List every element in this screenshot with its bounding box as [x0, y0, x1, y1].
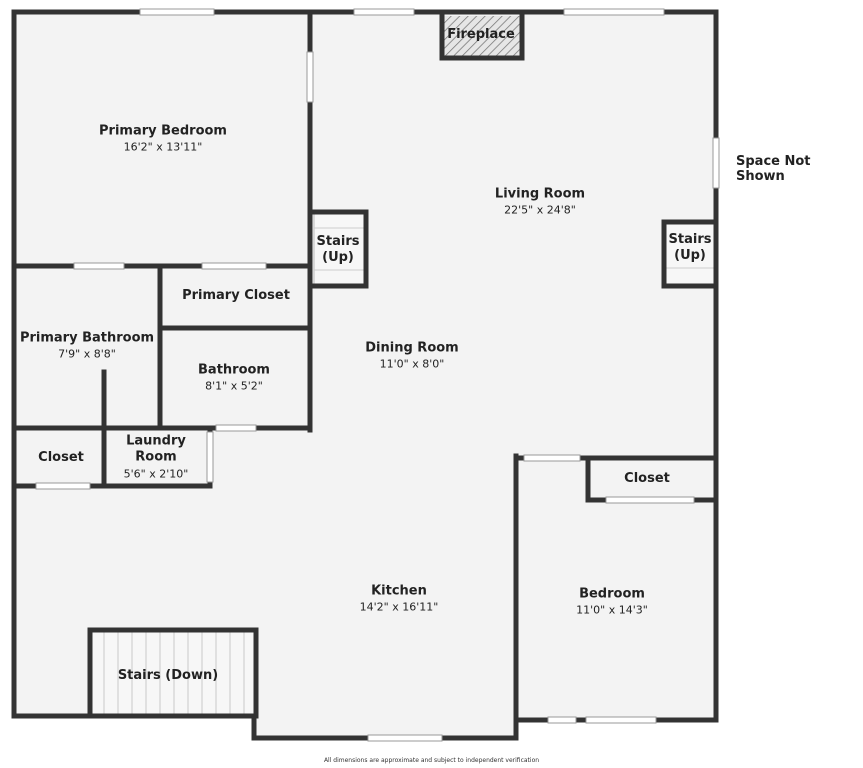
- room-sub: Room: [135, 449, 177, 465]
- room-name: Closet: [38, 449, 84, 465]
- room-living-room: Living Room 22'5" x 24'8": [495, 187, 585, 218]
- room-stairs-up-right: Stairs (Up): [669, 232, 712, 265]
- room-dimensions: 7'9" x 8'8": [58, 347, 116, 361]
- room-primary-closet: Primary Closet: [182, 288, 290, 304]
- room-dimensions: 11'0" x 8'0": [379, 357, 445, 371]
- floor-area: [14, 12, 716, 738]
- space-not-shown-label: Space Not Shown: [736, 154, 811, 184]
- room-name: Bedroom: [579, 586, 645, 602]
- room-dimensions: 14'2" x 16'11": [359, 600, 439, 614]
- room-name: Stairs: [668, 231, 712, 247]
- stairs-up-right: [663, 221, 715, 285]
- room-name: Primary Bedroom: [99, 123, 227, 139]
- room-bathroom: Bathroom 8'1" x 5'2": [198, 363, 270, 394]
- disclaimer: All dimensions are approximate and subje…: [323, 757, 540, 764]
- fireplace-hearth: [444, 16, 521, 58]
- room-laundry-room: Laundry Room 5'6" x 2'10": [124, 433, 189, 480]
- room-closet-right: Closet: [624, 471, 670, 487]
- room-primary-bathroom: Primary Bathroom 7'9" x 8'8": [20, 331, 154, 362]
- room-name: Bathroom: [198, 362, 270, 378]
- room-dining-room: Dining Room 11'0" x 8'0": [365, 341, 458, 372]
- room-sub: (Up): [674, 248, 706, 263]
- room-name: Dining Room: [365, 340, 459, 356]
- room-name: Closet: [624, 470, 670, 486]
- stairs-down: [90, 630, 254, 716]
- room-dimensions: 11'0" x 14'3": [576, 603, 648, 617]
- room-stairs-down: Stairs (Down): [118, 668, 218, 684]
- room-name: Primary Bathroom: [19, 330, 155, 346]
- room-dimensions: 22'5" x 24'8": [504, 203, 576, 217]
- room-name: Living Room: [494, 186, 586, 202]
- windows: [35, 8, 720, 742]
- stairs-up-left: [313, 213, 365, 285]
- room-closet-left: Closet: [38, 450, 84, 466]
- room-sub: (Up): [322, 250, 354, 265]
- room-name: Primary Closet: [182, 287, 290, 303]
- room-dimensions: 8'1" x 5'2": [205, 379, 263, 393]
- room-dimensions: 16'2" x 13'11": [123, 140, 203, 154]
- room-dimensions: 5'6" x 2'10": [123, 466, 189, 480]
- room-name: Stairs (Down): [117, 667, 219, 683]
- room-stairs-up-left: Stairs (Up): [317, 234, 360, 267]
- room-primary-bedroom: Primary Bedroom 16'2" x 13'11": [99, 124, 227, 155]
- room-fireplace: Fireplace: [447, 27, 515, 43]
- room-name: Fireplace: [447, 26, 515, 42]
- room-bedroom: Bedroom 11'0" x 14'3": [576, 587, 648, 618]
- room-name: Laundry: [126, 433, 186, 449]
- room-kitchen: Kitchen 14'2" x 16'11": [360, 584, 439, 615]
- room-name: Kitchen: [371, 583, 427, 599]
- room-name: Stairs: [316, 233, 360, 249]
